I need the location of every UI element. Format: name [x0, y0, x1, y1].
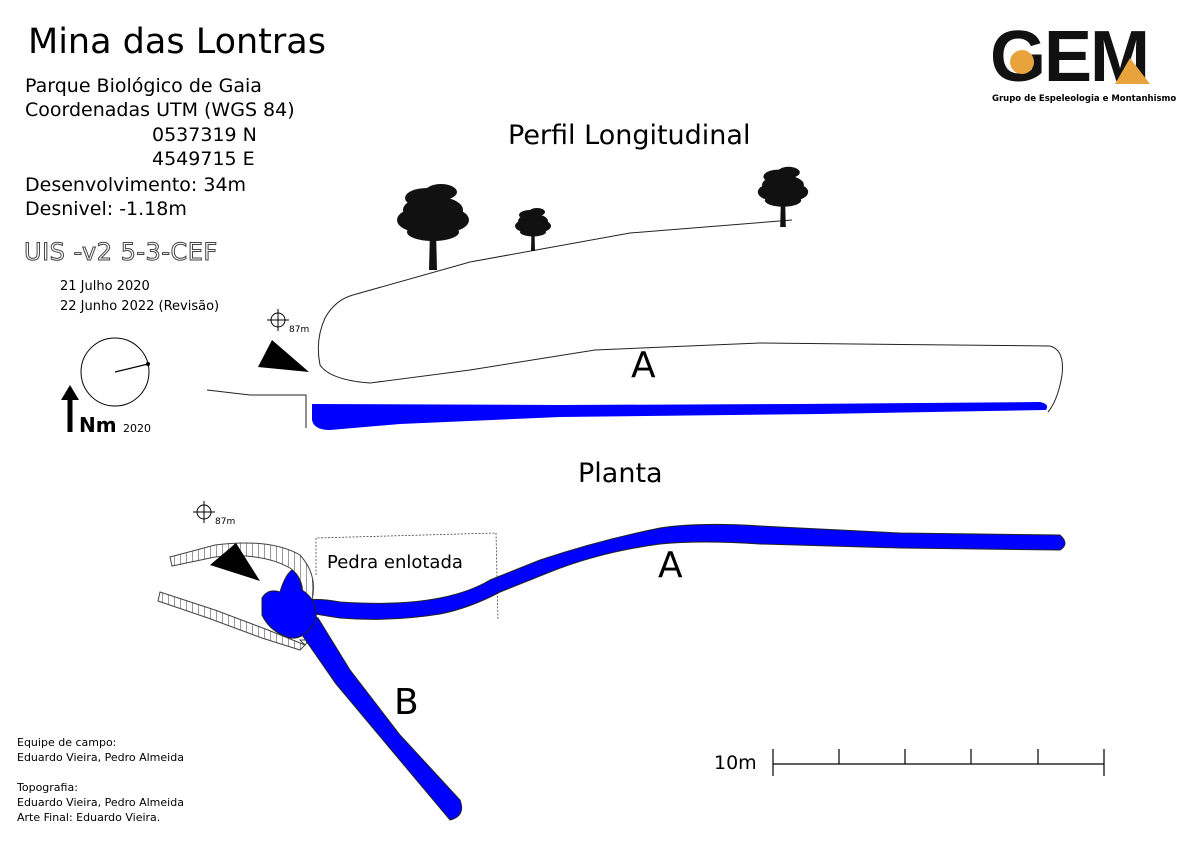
profile-datum-crosshair-icon — [267, 309, 289, 331]
development-text: Desenvolvimento: 34m — [25, 174, 247, 196]
coord-east: 4549715 E — [152, 148, 255, 170]
logo-mountain-icon — [1010, 50, 1150, 84]
tree-right-icon — [756, 165, 810, 229]
gem-logo: GEM Grupo de Espeleologia e Montanhismo — [990, 17, 1176, 112]
revision-date: 22 Junho 2022 (Revisão) — [60, 299, 220, 314]
coords-label: Coordenadas UTM (WGS 84) — [25, 99, 295, 121]
boulder-label: Pedra enlotada — [327, 552, 463, 573]
plan-boulder-box — [315, 532, 499, 621]
plan-entrance-marker-icon — [210, 543, 260, 581]
logo-e-letter: E — [1044, 17, 1092, 97]
plan-water-gallery-a — [299, 523, 1066, 620]
credits-spacer — [17, 765, 184, 780]
credits-block: Equipe de campo: Eduardo Vieira, Pedro A… — [17, 735, 184, 825]
profile-elevation: 87m — [289, 325, 310, 335]
profile-cave-outline — [206, 294, 1063, 428]
map-title: Mina das Lontras — [28, 22, 326, 62]
compass-circle-icon — [80, 337, 150, 407]
north-label: Nm — [79, 413, 117, 437]
coord-north: 0537319 N — [152, 124, 257, 146]
plan-datum-crosshair-icon — [193, 501, 215, 523]
profile-surface-line — [352, 219, 793, 296]
north-arrow-icon — [61, 385, 79, 432]
survey-label: Topografia: — [17, 781, 78, 794]
drop-text: Desnivel: -1.18m — [25, 198, 187, 220]
scale-label: 10m — [714, 752, 757, 774]
plan-water-gallery-b — [299, 609, 463, 821]
field-team-names: Eduardo Vieira, Pedro Almeida — [17, 751, 184, 764]
plan-heading: Planta — [578, 458, 663, 489]
survey-date: 21 Julho 2020 — [60, 279, 150, 294]
survey-names: Eduardo Vieira, Pedro Almeida — [17, 796, 184, 809]
plan-elevation: 87m — [215, 517, 236, 527]
art-credit: Arte Final: Eduardo Vieira. — [17, 811, 161, 824]
plan-gallery-a-label: A — [658, 545, 683, 586]
north-year: 2020 — [123, 422, 151, 435]
field-team-label: Equipe de campo: — [17, 736, 117, 749]
profile-gallery-label: A — [631, 345, 656, 386]
tree-large-icon — [395, 182, 471, 272]
profile-entrance-marker-icon — [258, 340, 309, 372]
plan-water-chamber — [261, 569, 317, 639]
plan-gallery-b-label: B — [394, 682, 419, 723]
logo-subtitle: Grupo de Espeleologia e Montanhismo — [992, 94, 1177, 104]
profile-heading: Perfil Longitudinal — [508, 120, 751, 151]
scale-bar — [772, 749, 1105, 776]
uis-grade: UIS -v2 5-3-CEF — [24, 238, 218, 267]
profile-water — [312, 402, 1048, 430]
tree-small-icon — [514, 207, 552, 252]
location-text: Parque Biológico de Gaia — [25, 75, 262, 97]
